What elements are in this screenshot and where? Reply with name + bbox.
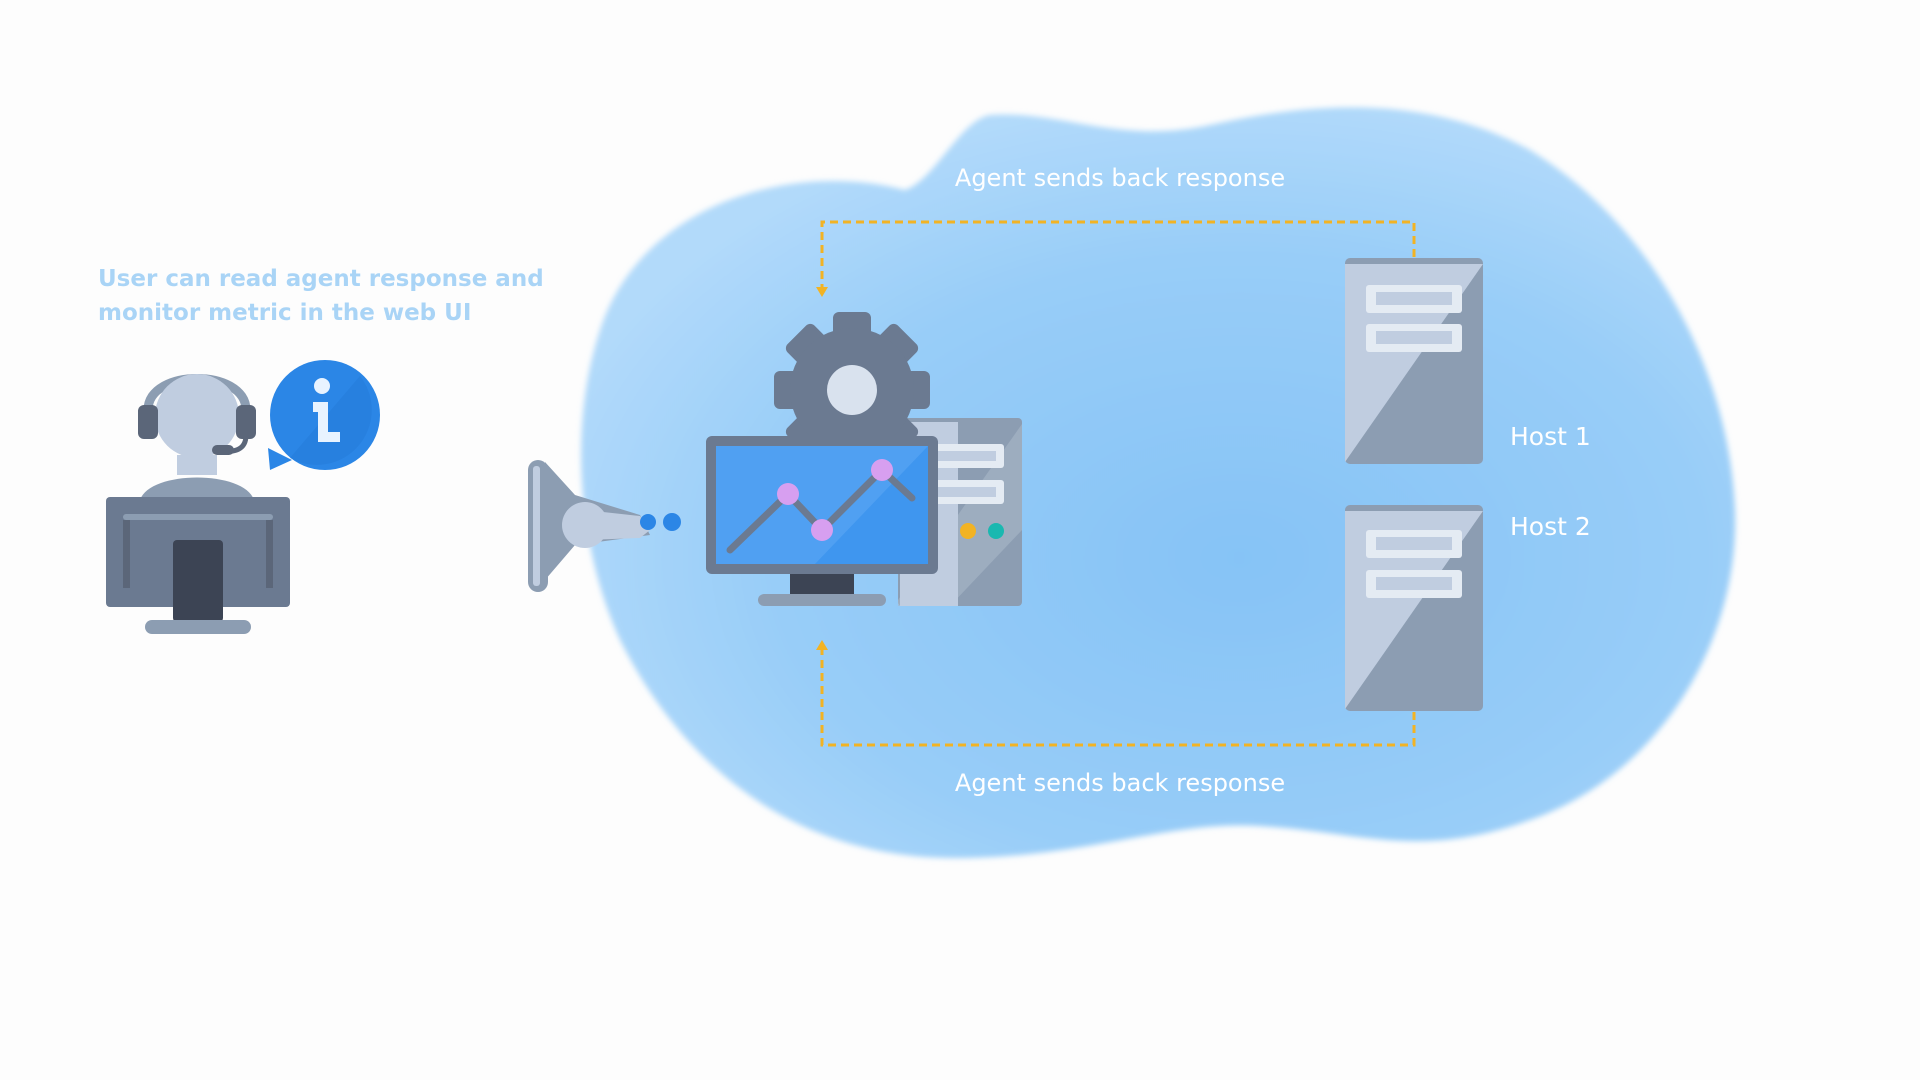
satellite-antenna-icon xyxy=(528,460,681,592)
metric-point xyxy=(777,483,799,505)
arrowhead-down-icon xyxy=(816,287,828,297)
host-2-server-icon xyxy=(1345,505,1483,711)
user-caption-line-1: User can read agent response and xyxy=(98,266,544,292)
response-path-bottom xyxy=(820,650,1416,747)
top-response-label: Agent sends back response xyxy=(954,164,1286,192)
user-caption: User can read agent response and monitor… xyxy=(98,262,544,330)
metric-point xyxy=(871,459,893,481)
host-1-server-icon xyxy=(1345,258,1483,464)
response-path-top xyxy=(820,220,1416,288)
user-caption-line-2: monitor metric in the web UI xyxy=(98,300,472,326)
support-agent-icon xyxy=(138,374,256,500)
monitor-chart-icon xyxy=(706,436,938,606)
desktop-monitor-icon xyxy=(106,497,290,634)
host-1-label: Host 1 xyxy=(1510,422,1591,451)
info-bubble-icon xyxy=(268,360,380,470)
host-2-label: Host 2 xyxy=(1510,512,1591,541)
arrowhead-up-icon xyxy=(816,640,828,650)
bottom-response-label: Agent sends back response xyxy=(954,769,1286,797)
metric-point xyxy=(811,519,833,541)
